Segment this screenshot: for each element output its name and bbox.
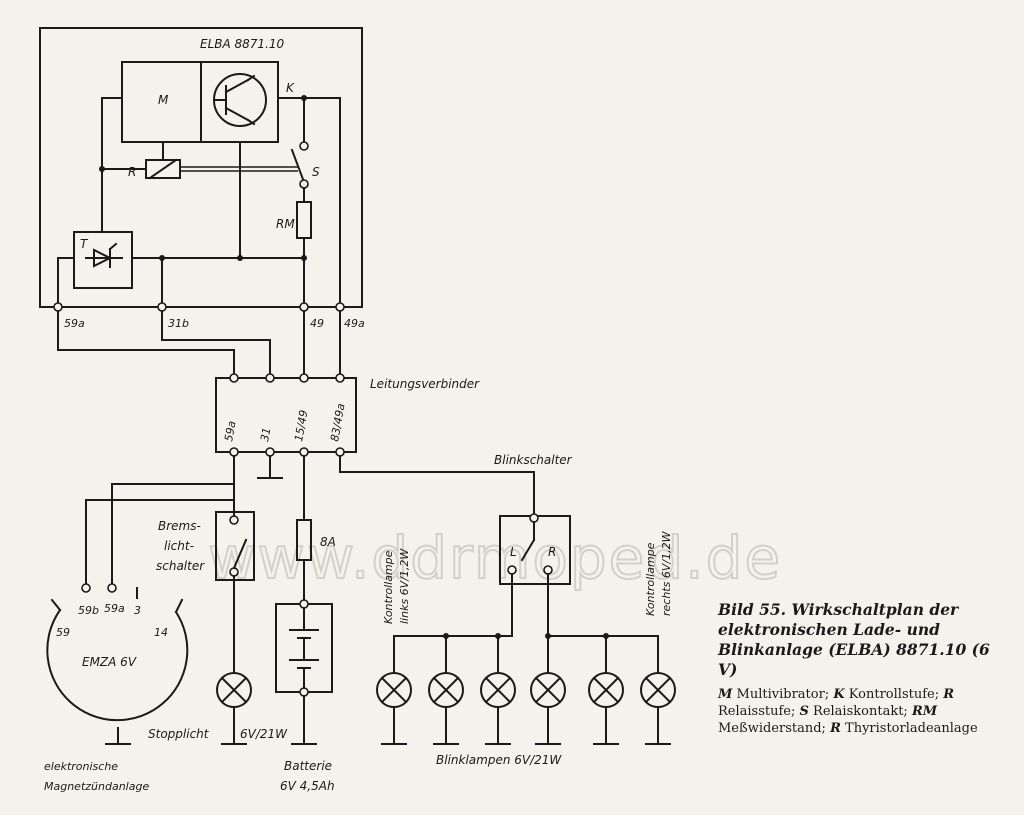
turn-switch-label: Blinkschalter bbox=[494, 453, 573, 467]
turn-lamp bbox=[530, 672, 566, 745]
label-r-relay: R bbox=[128, 165, 136, 179]
battery-label: Batterie bbox=[284, 759, 332, 773]
battery-cells bbox=[289, 607, 319, 689]
elba-title: ELBA 8871.10 bbox=[200, 37, 285, 51]
caption-title: Bild 55. Wirkschaltplan der elektronisch… bbox=[718, 600, 990, 679]
indicator-left-label-2: links 6V/1,2W bbox=[398, 548, 411, 624]
elba-module-frame bbox=[39, 27, 363, 308]
ignition-terminal-14: 14 bbox=[154, 626, 168, 639]
brake-switch-label-1: Brems- bbox=[158, 519, 201, 533]
watermark: www.ddrmoped.de bbox=[208, 524, 782, 592]
measuring-resistor bbox=[296, 201, 312, 239]
terminal-49: 49 bbox=[310, 317, 324, 330]
ignition-terminal-59a: 59a bbox=[104, 602, 125, 615]
indicator-right-label-2: rechts 6V/1,2W bbox=[660, 530, 673, 616]
turn-lamp bbox=[480, 672, 516, 745]
label-k: K bbox=[286, 81, 295, 95]
connector-pin-83-49a: 83/49a bbox=[328, 402, 348, 442]
turn-switch-contact bbox=[520, 538, 536, 562]
stop-light-rating: 6V/21W bbox=[240, 727, 288, 741]
turn-lamp bbox=[428, 672, 464, 745]
brake-switch-label-2: licht- bbox=[164, 539, 194, 553]
legend-entry: K Kontrollstufe; bbox=[833, 687, 940, 702]
legend-entry: R Thyristorladeanlage bbox=[830, 721, 978, 736]
legend-entry: M Multivibrator; bbox=[718, 687, 830, 702]
thyristor-block bbox=[73, 231, 133, 289]
connector-pin-15-49: 15/49 bbox=[292, 409, 310, 442]
relay-contact-s bbox=[290, 148, 309, 189]
terminal-31b: 31b bbox=[168, 317, 189, 330]
turn-lamp bbox=[588, 672, 624, 745]
turn-switch-right: R bbox=[548, 545, 556, 559]
brake-switch-label-3: schalter bbox=[156, 559, 205, 573]
terminal-49a: 49a bbox=[344, 317, 365, 330]
ignition-terminal-59b: 59b bbox=[78, 604, 99, 617]
ignition-name: EMZA 6V bbox=[82, 655, 137, 669]
turn-lamp bbox=[376, 672, 412, 745]
legend-entry: RM Meßwiderstand; bbox=[718, 704, 938, 736]
stop-lamp bbox=[216, 672, 252, 708]
legend-entry: S Relaiskontakt; bbox=[799, 704, 908, 719]
legend-entry: R Relaisstufe; bbox=[718, 687, 955, 719]
label-m: M bbox=[158, 93, 169, 107]
connector-pin-31: 31 bbox=[258, 426, 273, 442]
stop-light-label: Stopplicht bbox=[148, 727, 210, 741]
turn-switch-left: L bbox=[510, 545, 517, 559]
ignition-caption-1: elektronische bbox=[44, 760, 118, 773]
turn-lamps-label: Blinklampen 6V/21W bbox=[436, 753, 562, 767]
brake-switch-contact bbox=[232, 538, 248, 570]
connector-block bbox=[215, 377, 357, 453]
terminal-59a: 59a bbox=[64, 317, 85, 330]
indicator-right-label-1: Kontrollampe bbox=[644, 542, 657, 616]
indicator-left-label-1: Kontrollampe bbox=[382, 550, 395, 624]
ignition-unit bbox=[46, 583, 189, 745]
turn-lamp bbox=[640, 672, 676, 745]
turn-lamps-group bbox=[376, 672, 676, 745]
connector-pin-59a: 59a bbox=[222, 420, 238, 443]
ignition-caption-2: Magnetzündanlage bbox=[44, 780, 149, 793]
caption-legend: M Multivibrator; K Kontrollstufe; R Rela… bbox=[718, 686, 1014, 737]
thyristor-symbol bbox=[85, 242, 123, 268]
connector-label: Leitungsverbinder bbox=[370, 377, 480, 391]
label-t: T bbox=[80, 237, 89, 251]
label-rm: RM bbox=[276, 217, 295, 231]
fuse-label: 8A bbox=[320, 535, 336, 549]
ignition-terminal-3: 3 bbox=[134, 604, 141, 617]
figure-caption: Bild 55. Wirkschaltplan der elektronisch… bbox=[718, 600, 1014, 737]
transistor-symbol bbox=[213, 73, 267, 127]
label-s: S bbox=[312, 165, 320, 179]
battery-spec: 6V 4,5Ah bbox=[280, 779, 335, 793]
ignition-terminal-59: 59 bbox=[56, 626, 70, 639]
